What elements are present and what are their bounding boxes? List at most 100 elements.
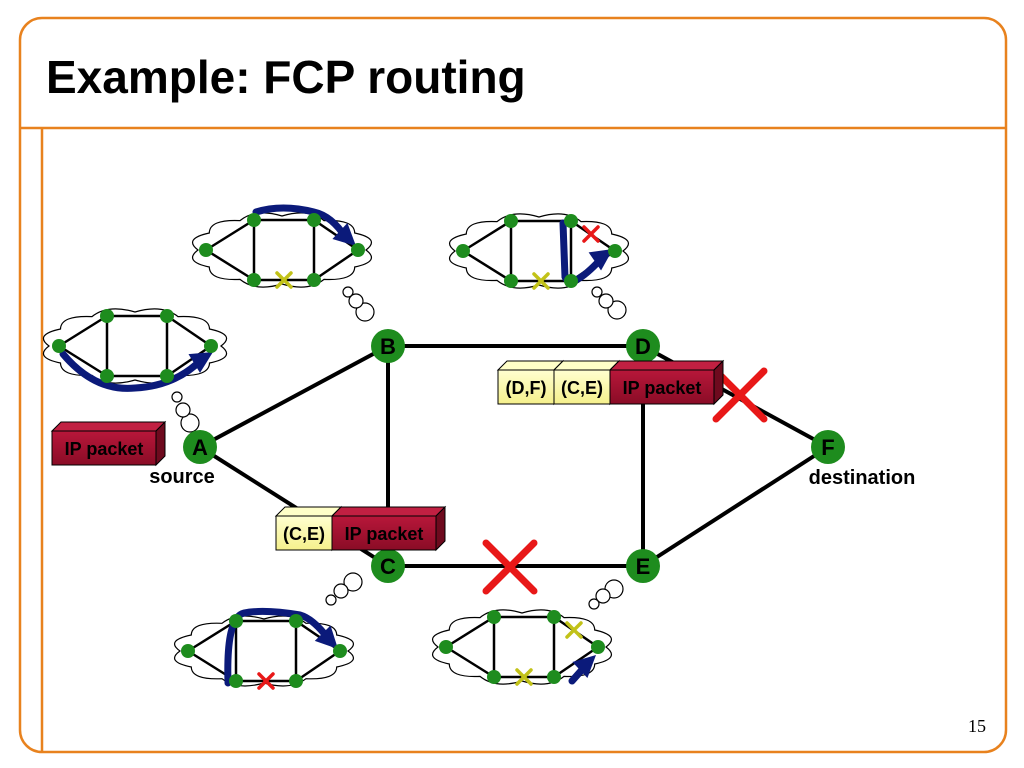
packet-at-c: (C,E) IP packet — [274, 505, 447, 552]
node-label: E — [636, 554, 651, 579]
mini-node — [52, 339, 66, 353]
mini-node — [547, 670, 561, 684]
link-ef — [641, 445, 830, 568]
mini-node — [504, 214, 518, 228]
mini-node — [199, 243, 213, 257]
mini-node — [564, 274, 578, 288]
mini-node — [608, 244, 622, 258]
mini-failure-df-icon — [582, 225, 600, 243]
node-label: B — [380, 334, 396, 359]
failure-mark-ce — [482, 539, 538, 595]
path-arrow-icon — [59, 350, 213, 392]
mini-failure-ce-icon — [515, 668, 533, 686]
ip-packet: IP packet — [330, 505, 447, 552]
mini-failure-ce-icon — [275, 271, 293, 289]
thought-dot — [333, 583, 349, 599]
ip-packet: IP packet — [608, 359, 725, 406]
node-c: C — [371, 549, 405, 583]
node-caption: source — [149, 466, 215, 488]
thought-dot — [598, 293, 614, 309]
thought-dot — [588, 598, 600, 610]
node-e: E — [626, 549, 660, 583]
node-label: A — [192, 435, 208, 460]
mini-node — [351, 243, 365, 257]
mini-node — [100, 309, 114, 323]
thought-bubble-c — [173, 572, 363, 690]
path-arrow-icon — [568, 655, 596, 685]
mini-node — [456, 244, 470, 258]
mini-node — [160, 309, 174, 323]
thought-bubble-e — [431, 579, 624, 686]
failure-mark-df — [712, 367, 768, 423]
fcp-header: (C,E) — [274, 505, 343, 552]
fcp-header-label: (C,E) — [561, 378, 603, 398]
thought-dot — [607, 300, 627, 320]
mini-node — [229, 674, 243, 688]
thought-dot — [355, 302, 375, 322]
thought-dot — [595, 588, 611, 604]
thought-dot — [171, 391, 183, 403]
mini-node — [204, 339, 218, 353]
ip-packet-label: IP packet — [623, 378, 702, 398]
packets: IP packet (C,E) IP packet (D,F) (C,E) IP pack… — [50, 359, 725, 552]
mini-node — [307, 213, 321, 227]
thought-dot — [348, 293, 364, 309]
fcp-header: (D,F) — [496, 359, 565, 406]
mini-node — [487, 610, 501, 624]
node-label: F — [821, 435, 834, 460]
path-arrow-icon — [252, 204, 356, 246]
mini-node — [289, 614, 303, 628]
mini-node — [100, 369, 114, 383]
node-caption: destination — [809, 467, 916, 489]
ip-packet-label: IP packet — [345, 524, 424, 544]
fcp-header-label: (C,E) — [283, 524, 325, 544]
thought-dot — [325, 594, 337, 606]
mini-node — [439, 640, 453, 654]
mini-node — [181, 644, 195, 658]
mini-node — [229, 614, 243, 628]
mini-node — [247, 213, 261, 227]
packet-at-d: (D,F) (C,E) IP packet — [496, 359, 725, 406]
mini-node — [289, 674, 303, 688]
node-d: D — [626, 329, 660, 363]
slide-frame — [18, 16, 1008, 754]
failure-marks — [482, 367, 768, 595]
mini-failure-ce-icon — [257, 672, 275, 690]
mini-node — [307, 273, 321, 287]
thought-dot — [591, 286, 603, 298]
mini-failure-ce-icon — [532, 272, 550, 290]
fcp-header-label: (D,F) — [506, 378, 547, 398]
fcp-header: (C,E) — [552, 359, 621, 406]
mini-node — [160, 369, 174, 383]
thought-bubble-b — [191, 204, 375, 322]
thought-dot — [180, 413, 200, 433]
mini-node — [591, 640, 605, 654]
thought-dot — [343, 572, 363, 592]
mini-node — [247, 273, 261, 287]
mini-node — [487, 670, 501, 684]
thought-dot — [342, 286, 354, 298]
node-b: B — [371, 329, 405, 363]
thought-bubble-a — [42, 308, 228, 433]
thought-dot — [175, 402, 191, 418]
page-number: 15 — [968, 716, 986, 736]
ip-packet-label: IP packet — [65, 439, 144, 459]
link-ab — [199, 344, 389, 449]
node-label: C — [380, 554, 396, 579]
thought-bubble-d — [448, 213, 630, 320]
path-arrow-icon — [224, 607, 338, 687]
mini-node — [564, 214, 578, 228]
page-title: Example: FCP routing — [46, 51, 526, 103]
mini-node — [547, 610, 561, 624]
packet-at-a: IP packet — [50, 420, 167, 467]
mini-node — [504, 274, 518, 288]
thought-bubbles — [42, 204, 630, 690]
ip-packet: IP packet — [50, 420, 167, 467]
node-label: D — [635, 334, 651, 359]
mini-node — [333, 644, 347, 658]
